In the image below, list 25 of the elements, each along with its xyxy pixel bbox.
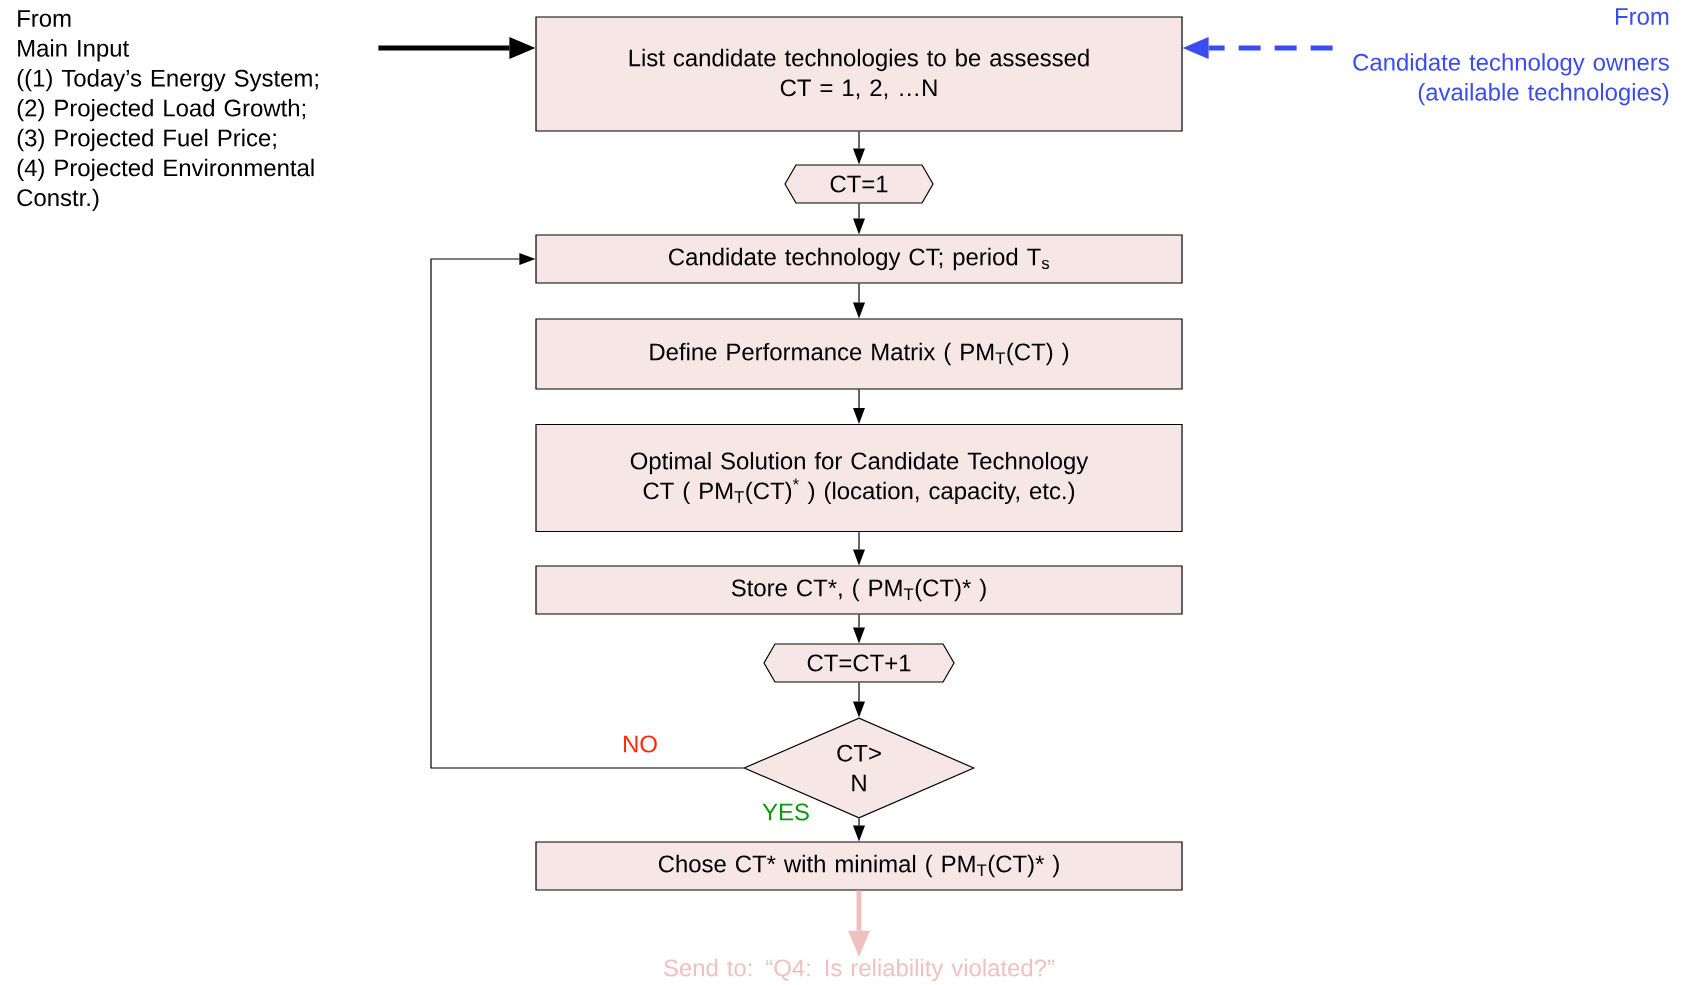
process-box: Store CT*, ( PM$_{T}$(CT)* ) [535, 565, 1183, 615]
edge-label: NO [621, 734, 659, 754]
edge-label: YES [761, 802, 811, 822]
arrow [853, 818, 865, 842]
process-box: List candidate technologies to be assessed CT = 1, 2, …N [535, 16, 1183, 132]
process-box: Optimal Solution for Candidate Technology CT ( PM$_{T}$(CT)$^{*}$ ) (location, capacity, etc.) [535, 423, 1183, 533]
arrow [853, 682, 865, 718]
process-box: Candidate technology CT; period T$_{s}$ [535, 234, 1183, 284]
counter-hexagon: CT=1 [784, 164, 934, 204]
output-note: Send to: “Q4: Is reliability violated?” [664, 958, 1055, 982]
counter-hexagon: CT=CT+1 [763, 643, 955, 683]
arrow [853, 531, 865, 566]
arrow [853, 283, 865, 319]
input-note: From Main Input ((1) Today’s Energy System; (2) Projected Load Growth; (3) Projected Fuel Price; (4) Projected Environmental Constr.) [17, 10, 318, 211]
arrow [853, 389, 865, 424]
arrow [430, 253, 744, 769]
arrow [853, 131, 865, 165]
process-box: Define Performance Matrix ( PM$_{T}$(CT) ) [535, 318, 1183, 390]
arrow [848, 890, 870, 957]
arrow [1182, 37, 1333, 59]
arrow [378, 37, 536, 59]
process-box: Chose CT* with minimal ( PM$_{T}$(CT)* ) [535, 841, 1183, 891]
arrow [853, 203, 865, 235]
arrow [853, 614, 865, 644]
source-note: From Candidate technology owners (available technologies) [1353, 8, 1669, 106]
